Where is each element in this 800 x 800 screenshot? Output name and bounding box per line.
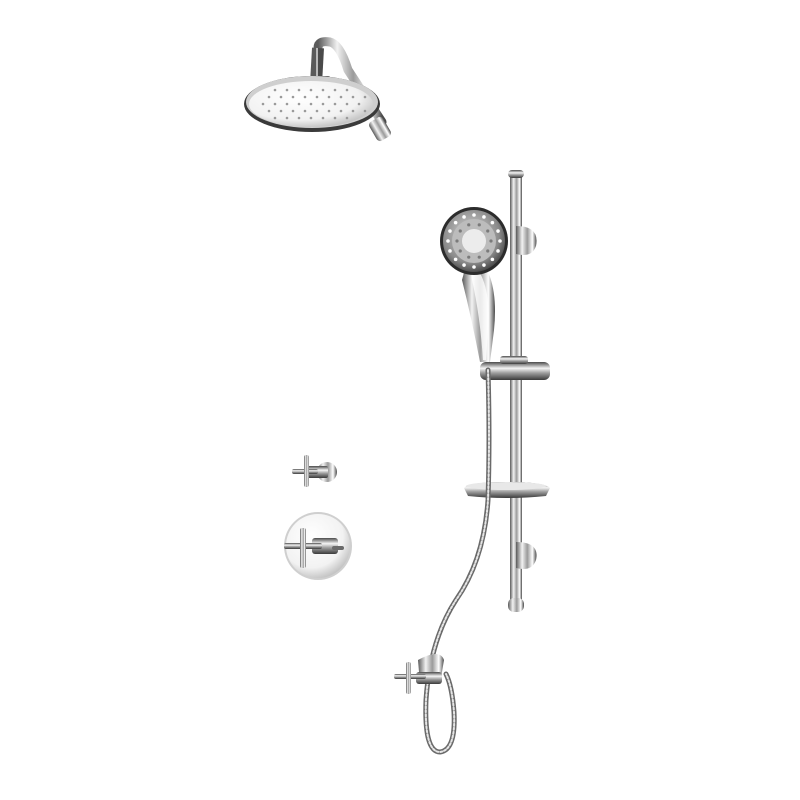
nozzle-dot bbox=[279, 95, 283, 99]
nozzle-dot bbox=[327, 109, 331, 113]
shower-hose bbox=[423, 367, 492, 755]
hand-nozzle-dot bbox=[467, 255, 471, 259]
hand-nozzle-dot bbox=[448, 229, 452, 233]
nozzle-dot bbox=[273, 88, 277, 92]
hand-nozzle-dot bbox=[490, 220, 495, 225]
hand-nozzle-dot bbox=[453, 257, 458, 262]
nozzle-dot bbox=[351, 95, 355, 99]
hand-nozzle-dot bbox=[458, 229, 462, 233]
nozzle-dot bbox=[345, 88, 349, 92]
nozzle-dot bbox=[309, 116, 313, 120]
nozzle-dot bbox=[333, 88, 337, 92]
hand-shower bbox=[440, 207, 550, 380]
supply-elbow-diverter bbox=[394, 654, 444, 694]
hand-nozzle-dot bbox=[477, 255, 481, 259]
hand-nozzle-dot bbox=[458, 249, 462, 253]
nozzle-dot bbox=[321, 88, 325, 92]
nozzle-dot bbox=[303, 109, 307, 113]
nozzle-dot bbox=[339, 95, 343, 99]
nozzle-dot bbox=[315, 109, 319, 113]
shower-nozzles bbox=[261, 88, 367, 120]
nozzle-dot bbox=[291, 109, 295, 113]
hand-nozzle-dot bbox=[490, 257, 495, 262]
nozzle-dot bbox=[297, 116, 301, 120]
nozzle-dot bbox=[267, 109, 271, 113]
hand-nozzle-dot bbox=[482, 215, 486, 219]
hand-nozzle-dot bbox=[453, 220, 458, 225]
nozzle-dot bbox=[333, 102, 337, 106]
soap-dish bbox=[464, 482, 550, 498]
hand-nozzle-dot bbox=[472, 265, 476, 269]
hand-nozzle-dot bbox=[467, 223, 471, 227]
nozzle-dot bbox=[303, 95, 307, 99]
nozzle-dot bbox=[291, 95, 295, 99]
nozzle-dot bbox=[315, 95, 319, 99]
hand-nozzle-dot bbox=[472, 213, 476, 217]
hand-nozzle-dot bbox=[489, 239, 493, 243]
hand-nozzle-dot bbox=[482, 263, 486, 267]
slide-bar bbox=[508, 170, 537, 612]
hand-nozzle-dot bbox=[462, 215, 466, 219]
nozzle-dot bbox=[321, 116, 325, 120]
hand-shower-nozzles bbox=[446, 213, 502, 269]
nozzle-dot bbox=[339, 109, 343, 113]
hand-nozzle-dot bbox=[448, 249, 452, 253]
nozzle-dot bbox=[285, 88, 289, 92]
nozzle-dot bbox=[279, 109, 283, 113]
rain-shower-head bbox=[244, 37, 391, 142]
nozzle-dot bbox=[345, 116, 349, 120]
hand-nozzle-dot bbox=[446, 239, 450, 243]
nozzle-dot bbox=[345, 102, 349, 106]
nozzle-dot bbox=[267, 95, 271, 99]
nozzle-dot bbox=[273, 102, 277, 106]
nozzle-dot bbox=[273, 116, 277, 120]
nozzle-dot bbox=[261, 102, 265, 106]
thermostatic-valve bbox=[284, 512, 352, 580]
hand-nozzle-dot bbox=[477, 223, 481, 227]
nozzle-dot bbox=[351, 109, 355, 113]
nozzle-dot bbox=[363, 95, 367, 99]
nozzle-dot bbox=[327, 95, 331, 99]
hand-nozzle-dot bbox=[455, 239, 459, 243]
nozzle-dot bbox=[309, 102, 313, 106]
nozzle-dot bbox=[285, 116, 289, 120]
nozzle-dot bbox=[285, 102, 289, 106]
nozzle-dot bbox=[333, 116, 337, 120]
hand-nozzle-dot bbox=[496, 249, 500, 253]
nozzle-dot bbox=[363, 109, 367, 113]
nozzle-dot bbox=[321, 102, 325, 106]
hand-nozzle-dot bbox=[486, 249, 490, 253]
nozzle-dot bbox=[357, 102, 361, 106]
hand-nozzle-dot bbox=[498, 239, 502, 243]
volume-control-valve bbox=[292, 455, 337, 487]
nozzle-dot bbox=[309, 88, 313, 92]
hand-nozzle-dot bbox=[486, 229, 490, 233]
hand-nozzle-dot bbox=[462, 263, 466, 267]
nozzle-dot bbox=[297, 88, 301, 92]
nozzle-dot bbox=[297, 102, 301, 106]
hand-nozzle-dot bbox=[496, 229, 500, 233]
